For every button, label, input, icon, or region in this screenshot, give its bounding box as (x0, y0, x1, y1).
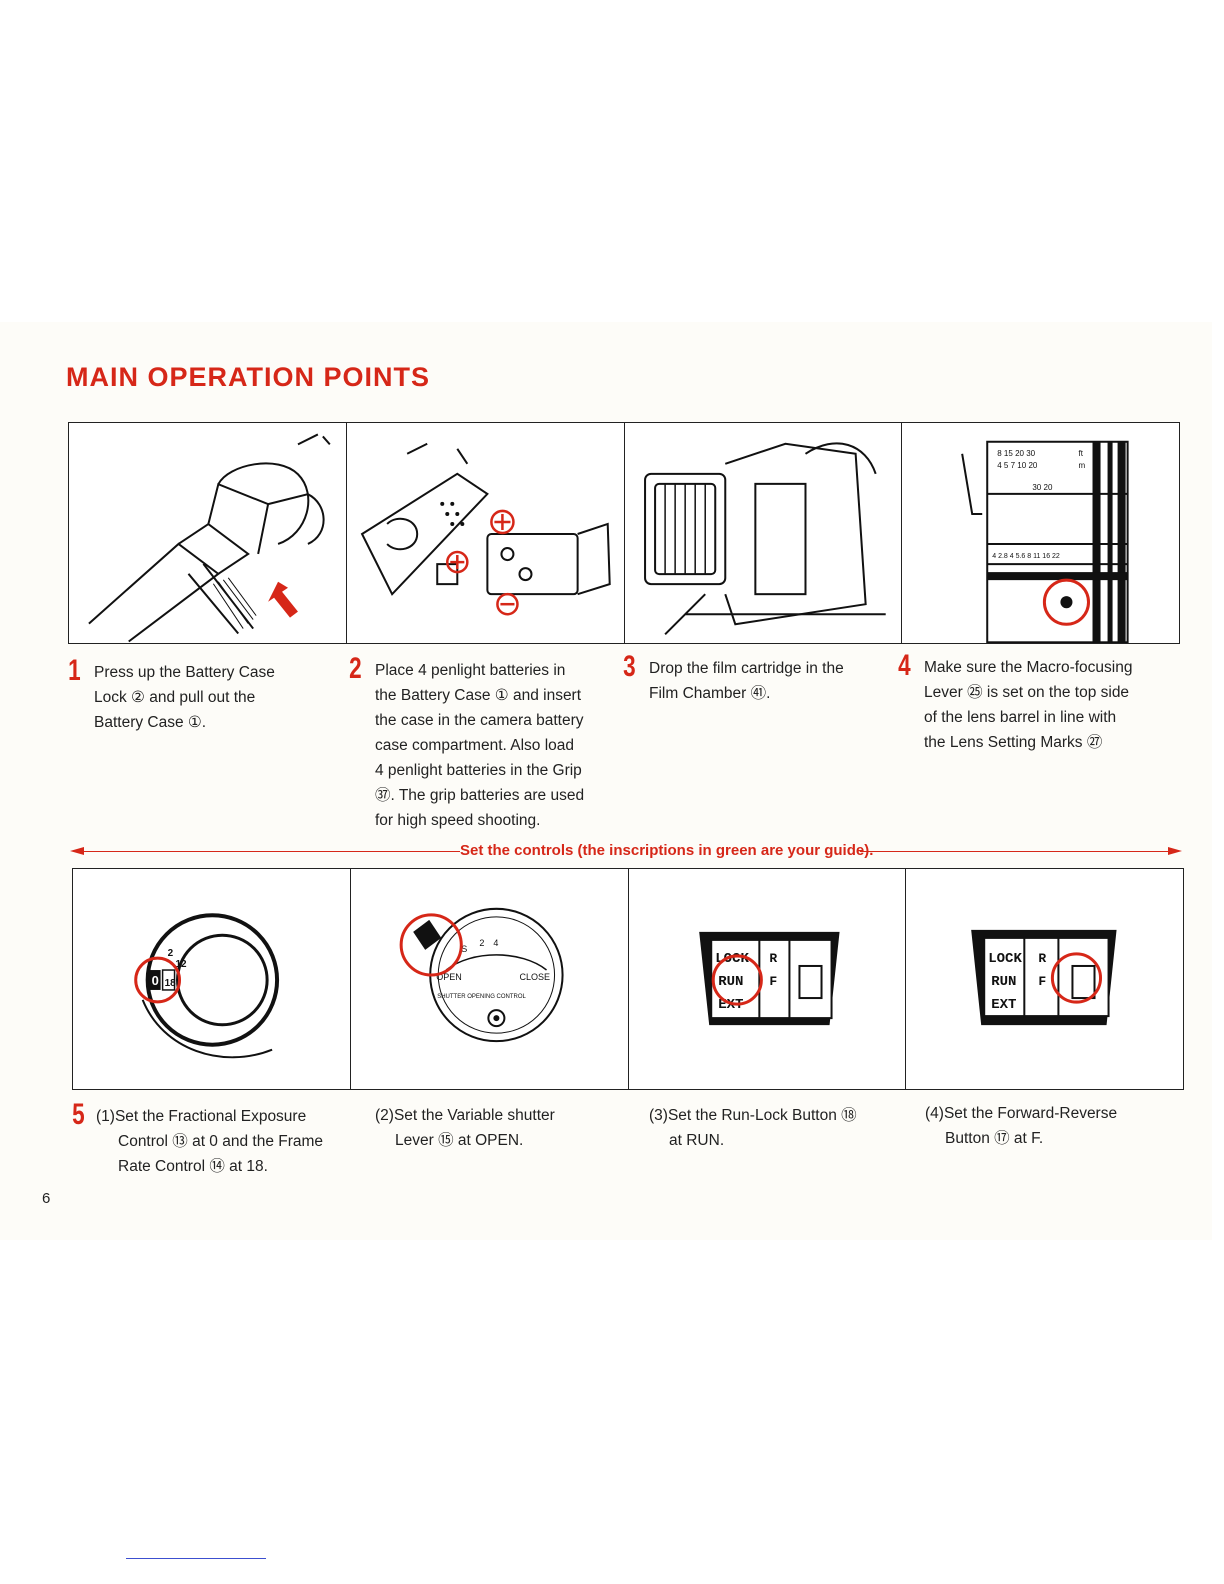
macro-lever-highlight (1043, 578, 1091, 626)
step-5-part-2-caption: (2)Set the Variable shutter Lever ⑮ at O… (375, 1103, 615, 1153)
shutter-caption-label: SHUTTER OPENING CONTROL (437, 994, 526, 1000)
lens-ft-unit: ft (1079, 449, 1084, 458)
step-2-caption: 2 Place 4 penlight batteries in the Batt… (349, 654, 615, 833)
caption-line: (1)Set the Fractional Exposure (96, 1108, 307, 1125)
illustration-exposure-dial: 0 18 2 12 (73, 869, 351, 1089)
dial-2-label: 2 (168, 948, 174, 959)
switch-f-label: F (769, 974, 777, 989)
step-5-part-4-caption: (4)Set the Forward-Reverse Button ⑰ at F… (925, 1101, 1175, 1151)
run-lock-drawing: LOCK RUN EXT R F (698, 931, 840, 1026)
step-number: 4 (898, 649, 911, 682)
battery-case-drawing (88, 433, 331, 643)
shutter-lever-highlight (399, 913, 463, 977)
run-lock-highlight (711, 954, 763, 1006)
switch-r-label: R (769, 951, 777, 966)
caption-line: the case in the camera battery (375, 712, 584, 729)
step-number: 1 (68, 654, 81, 687)
illustration-batteries (347, 423, 625, 643)
forward-reverse-highlight (1051, 952, 1103, 1004)
caption-line: (4)Set the Forward-Reverse (925, 1105, 1118, 1122)
caption-line: the Battery Case ① and insert (375, 687, 582, 704)
caption-line: at RUN. (669, 1132, 725, 1149)
shutter-drawing: OPEN CLOSE S 2 4 SHUTTER OPENING CONTROL (399, 907, 564, 1043)
divider-line (126, 1558, 266, 1559)
arrow-left-icon (70, 847, 84, 855)
dial-zero-label: 0 (152, 973, 159, 988)
dial-highlight (134, 956, 182, 1004)
switch-run-label: RUN (991, 974, 1016, 990)
caption-line: Control ⑬ at 0 and the Frame (118, 1133, 324, 1150)
dial-drawing: 0 18 2 12 (134, 913, 280, 1059)
caption-line: Film Chamber ㊶. (649, 685, 771, 702)
switch-lock-label: LOCK (988, 951, 1022, 967)
switch-f-label: F (1039, 974, 1047, 989)
step-4-caption: 4 Make sure the Macro-focusing Lever ㉕ i… (898, 651, 1164, 755)
shutter-scale-2: 2 (479, 938, 484, 948)
step-number: 5 (72, 1098, 85, 1131)
illustration-lens-barrel: 8 15 20 30 4 5 7 10 20 ft m 30 20 4 2.8 … (902, 423, 1179, 643)
caption-line: Battery Case ①. (94, 714, 207, 731)
top-illustration-panel: 8 15 20 30 4 5 7 10 20 ft m 30 20 4 2.8 … (68, 422, 1180, 644)
controls-guide-line: Set the controls (the inscriptions in gr… (70, 838, 1182, 862)
caption-line: Rate Control ⑭ at 18. (118, 1158, 268, 1175)
caption-line: Drop the film cartridge in the (649, 660, 844, 677)
step-1-caption: 1 Press up the Battery Case Lock ② and p… (68, 656, 314, 735)
caption-line: (3)Set the Run-Lock Button ⑱ (649, 1107, 857, 1124)
caption-line: 4 penlight batteries in the Grip (375, 762, 582, 779)
lens-m-unit: m (1079, 461, 1086, 470)
caption-line: ㊲. The grip batteries are used (375, 787, 585, 804)
caption-line: Button ⑰ at F. (945, 1130, 1044, 1147)
caption-line: case compartment. Also load (375, 737, 575, 754)
arrow-right-icon (1168, 847, 1182, 855)
illustration-forward-reverse-switch: LOCK RUN EXT R F (906, 869, 1183, 1089)
step-number: 3 (623, 650, 636, 683)
lens-aperture-scale: 4 2.8 4 5.6 8 11 16 22 (992, 553, 1060, 560)
step-5-part-1-caption: 5 (1)Set the Fractional Exposure Control… (72, 1100, 356, 1179)
illustration-shutter-control: OPEN CLOSE S 2 4 SHUTTER OPENING CONTROL (351, 869, 629, 1089)
caption-line: Lever ⑮ at OPEN. (395, 1132, 524, 1149)
illustration-film-chamber (625, 423, 903, 643)
illustration-run-lock-switch: LOCK RUN EXT R F (629, 869, 907, 1089)
lens-focal-scale: 30 20 (1033, 483, 1054, 492)
caption-line: Make sure the Macro-focusing (924, 659, 1133, 676)
caption-line: (2)Set the Variable shutter (375, 1107, 555, 1124)
step-3-caption: 3 Drop the film cartridge in the Film Ch… (623, 652, 889, 706)
switch-ext-label: EXT (991, 997, 1016, 1013)
arrow-up-icon (268, 581, 298, 618)
caption-line: Lock ② and pull out the (94, 689, 256, 706)
lens-distance-m-scale: 4 5 7 10 20 (998, 461, 1039, 470)
minus-terminal-icon (495, 592, 519, 616)
illustration-battery-case-lock (69, 423, 347, 643)
caption-line: Place 4 penlight batteries in (375, 662, 566, 679)
lens-drawing: 8 15 20 30 4 5 7 10 20 ft m 30 20 4 2.8 … (961, 440, 1129, 643)
caption-line: the Lens Setting Marks ㉗ (924, 734, 1103, 751)
shutter-close-label: CLOSE (519, 972, 550, 982)
step-5-part-3-caption: (3)Set the Run-Lock Button ⑱ at RUN. (649, 1103, 889, 1153)
forward-reverse-drawing: LOCK RUN EXT R F (971, 929, 1117, 1026)
plus-terminal-icon (445, 550, 469, 574)
plus-terminal-icon (489, 509, 515, 535)
switch-run-label: RUN (718, 974, 743, 990)
guide-text: Set the controls (the inscriptions in gr… (460, 842, 874, 859)
bottom-illustration-panel: 0 18 2 12 OPEN CLOSE S 2 4 SHUTTER OPENI… (72, 868, 1184, 1090)
caption-line: for high speed shooting. (375, 812, 541, 829)
batteries-drawing (360, 442, 611, 616)
page-number: 6 (42, 1190, 51, 1207)
dial-18-label: 18 (165, 978, 177, 989)
caption-line: Press up the Battery Case (94, 664, 275, 681)
switch-r-label: R (1039, 951, 1047, 966)
camera-drawing (643, 442, 886, 635)
step-number: 2 (349, 652, 362, 685)
page-title: MAIN OPERATION POINTS (66, 362, 431, 392)
dial-12-label: 12 (176, 959, 188, 970)
shutter-open-label: OPEN (436, 972, 462, 982)
shutter-scale-4: 4 (493, 938, 498, 948)
shutter-scale-s: S (461, 944, 467, 954)
caption-line: Lever ㉕ is set on the top side (924, 684, 1130, 701)
lens-distance-ft-scale: 8 15 20 30 (998, 449, 1036, 458)
caption-line: of the lens barrel in line with (924, 709, 1117, 726)
